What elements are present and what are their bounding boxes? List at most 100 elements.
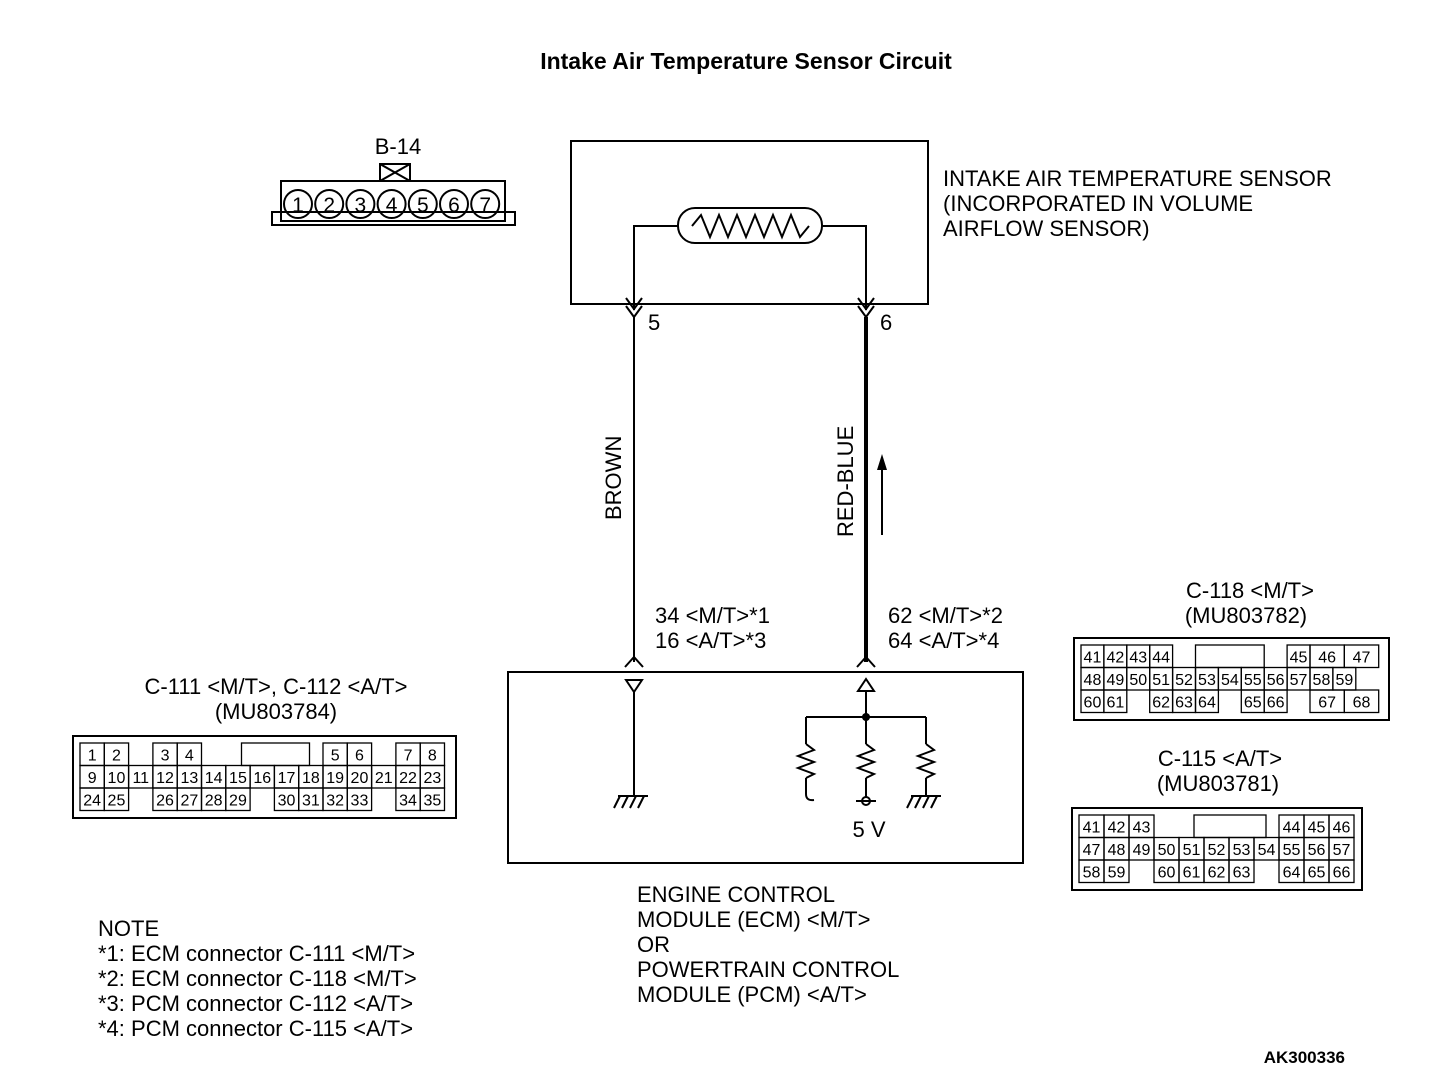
b14-pin-number: 4	[386, 194, 398, 217]
c111-pin-number: 11	[132, 770, 149, 787]
c111-pin-number: 14	[205, 770, 223, 787]
c111-pin-number: 3	[161, 748, 170, 765]
c115-pin-number: 66	[1333, 865, 1351, 882]
c118-pin-cell	[1103, 689, 1128, 714]
c118-pin-number: 63	[1175, 695, 1193, 712]
c111-pin-number: 9	[88, 770, 97, 787]
c115-pin-number: 42	[1108, 820, 1126, 837]
ecm-box	[507, 671, 1024, 864]
module-line-2: MODULE (ECM) <M/T>	[637, 907, 870, 932]
note-item-3: *3: PCM connector C-112 <A/T>	[98, 991, 413, 1016]
current-direction-arrow-icon	[877, 454, 887, 535]
c111-pin-number: 32	[326, 793, 344, 810]
c115-pin-number: 52	[1208, 842, 1226, 859]
sensor-name-line-1: INTAKE AIR TEMPERATURE SENSOR	[943, 166, 1332, 191]
ground-icon-right	[906, 795, 941, 809]
note-item-2: *2: ECM connector C-118 <M/T>	[98, 966, 417, 991]
c111-pin-number: 35	[423, 793, 441, 810]
c115-pin-number: 58	[1083, 865, 1101, 882]
sensor-box	[570, 140, 929, 305]
c115-pin-number: 55	[1283, 842, 1301, 859]
c115-pin-number: 64	[1283, 865, 1301, 882]
c111-pin-number: 33	[351, 793, 369, 810]
c111-pin-number: 7	[404, 748, 413, 765]
c115-pin-cell	[1103, 859, 1130, 884]
c115-pin-number: 43	[1133, 820, 1151, 837]
resistor-icon-3	[915, 717, 937, 796]
c118-pin-number: 50	[1129, 672, 1147, 689]
c115-pin-number: 46	[1333, 820, 1351, 837]
b14-pin-number: 2	[323, 194, 335, 217]
c115-key-slot	[1193, 814, 1267, 839]
c115-pin-number: 57	[1333, 842, 1351, 859]
c111-pin-number: 23	[423, 770, 441, 787]
c115-pin-number: 62	[1208, 865, 1226, 882]
ecm-pin-right-line-1: 62 <M/T>*2	[888, 603, 1003, 628]
module-line-5: MODULE (PCM) <A/T>	[637, 982, 867, 1007]
c118-pin-number: 64	[1198, 695, 1216, 712]
c115-pin-number: 47	[1083, 842, 1101, 859]
sensor-name-line-2: (INCORPORATED IN VOLUME	[943, 191, 1253, 216]
b14-pin-circle	[470, 189, 501, 219]
c118-pin-number: 68	[1353, 695, 1371, 712]
c115-pin-cell	[1228, 859, 1255, 884]
b14-pin-circle	[439, 189, 469, 219]
c111-pin-number: 34	[399, 793, 417, 810]
c118-pin-number: 48	[1084, 672, 1102, 689]
c111-pin-number: 2	[112, 748, 121, 765]
notes: NOTE *1: ECM connector C-111 <M/T> *2: E…	[98, 916, 417, 1041]
c111-pin-number: 28	[205, 793, 223, 810]
c118-key-slot	[1194, 644, 1265, 669]
b14-pin-circle	[407, 189, 438, 219]
c115-pin-number: 63	[1233, 865, 1251, 882]
c111-pin-number: 6	[355, 748, 364, 765]
c111-pin-number: 17	[278, 770, 296, 787]
resistor-icon-2	[855, 717, 877, 806]
c115-pin-cell	[1328, 859, 1355, 884]
c118-pin-number: 59	[1335, 672, 1353, 689]
b14-pin-circle	[314, 189, 345, 219]
c111-pin-number: 4	[185, 748, 194, 765]
c111-pin-number: 20	[351, 770, 369, 787]
c118-pin-number: 62	[1152, 695, 1170, 712]
ecm-input-up-icon	[856, 677, 876, 692]
c118-pin-number: 41	[1084, 650, 1102, 667]
c115-title: C-115 <A/T>	[1158, 746, 1282, 771]
b14-pin-circle	[283, 189, 313, 219]
c118-pin-number: 55	[1244, 672, 1262, 689]
c111-pin-number: 8	[428, 748, 437, 765]
c111-title: C-111 <M/T>, C-112 <A/T>	[145, 674, 408, 699]
c111-pin-number: 1	[88, 748, 97, 765]
diagram-title: Intake Air Temperature Sensor Circuit	[540, 48, 952, 74]
b14-pin-number: 6	[448, 194, 460, 217]
resistor-icon-1	[795, 717, 817, 802]
c118-pin-number: 61	[1106, 695, 1124, 712]
c118-part-number: (MU803782)	[1185, 603, 1307, 628]
c118-pin-number: 67	[1318, 695, 1336, 712]
sensor-pin-6-label: 6	[880, 310, 892, 335]
c115-pin-number: 41	[1083, 820, 1101, 837]
c115-part-number: (MU803781)	[1157, 771, 1279, 796]
ecm-pin-right-chevron-icon	[856, 655, 876, 668]
b14-pin-number: 5	[417, 194, 429, 217]
c118-pin-number: 58	[1313, 672, 1331, 689]
ecm-module: 5 V	[507, 671, 1024, 864]
c118-pin-number: 45	[1290, 650, 1308, 667]
c118-pin-number: 54	[1221, 672, 1239, 689]
reference-code: AK300336	[1264, 1048, 1345, 1067]
ecm-pin-left-line-2: 16 <A/T>*3	[655, 628, 766, 653]
c111-pin-number: 13	[180, 770, 198, 787]
c118-pin-number: 56	[1267, 672, 1285, 689]
c118-pin-cell	[1194, 689, 1220, 714]
c111-pin-number: 21	[375, 770, 393, 787]
wire-red-blue-label: RED-BLUE	[833, 426, 858, 537]
c111-pin-number: 25	[108, 793, 126, 810]
c118-pin-cell	[1343, 644, 1380, 669]
